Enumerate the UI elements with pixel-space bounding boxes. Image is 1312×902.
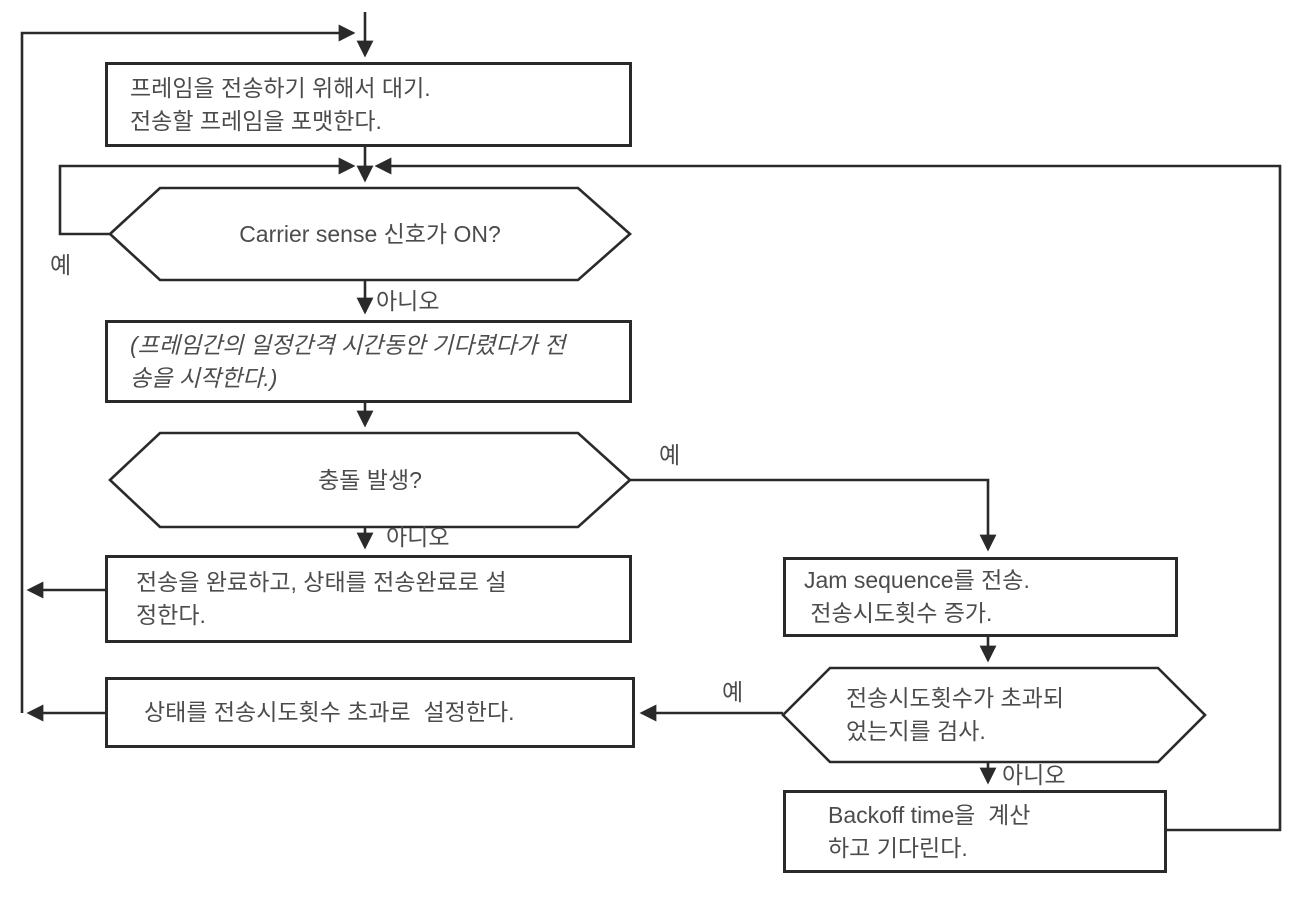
edge-label-exceeded-yes: 예: [722, 679, 744, 705]
check-attempts-hexagon: [781, 666, 1207, 764]
node-text-line: 하고 기다린다.: [828, 834, 968, 861]
edge-label-carrier-no: 아니오: [376, 288, 440, 314]
node-text-line: 상태를 전송시도횟수 초과로 설정한다.: [144, 699, 515, 725]
connector-left-feedback: [20, 24, 356, 713]
edge-label-exceeded-no: 아니오: [1002, 762, 1066, 788]
node-jam-sequence: Jam sequence를 전송. 전송시도횟수 증가.: [783, 557, 1178, 637]
connector-collision-yes: [630, 478, 997, 552]
edge-label-carrier-yes: 예: [50, 252, 72, 278]
node-wait-and-format: 프레임을 전송하기 위해서 대기. 전송할 프레임을 포맷한다.: [105, 62, 632, 147]
node-text-line: Backoff time을 계산: [828, 801, 1031, 828]
node-text-line: 송을 시작한다.): [130, 364, 278, 391]
connector-carrier-yes-loop: [58, 157, 356, 236]
node-text-line: 정한다.: [136, 602, 206, 628]
node-text-line: 전송시도횟수 증가.: [804, 600, 993, 626]
edge-label-collision-yes: 예: [659, 442, 681, 468]
node-text-line: 전송을 완료하고, 상태를 전송완료로 설: [136, 569, 507, 595]
node-attempts-exceeded-set: 상태를 전송시도횟수 초과로 설정한다.: [105, 677, 635, 748]
carrier-sense-hexagon: [108, 186, 632, 282]
node-text-line: Jam sequence를 전송.: [804, 567, 1030, 593]
node-text-line: (프레임간의 일정간격 시간동안 기다렸다가 전: [130, 331, 566, 358]
node-backoff: Backoff time을 계산 하고 기다린다.: [783, 790, 1167, 873]
node-text-line: 프레임을 전송하기 위해서 대기.: [130, 74, 431, 101]
connector-backoff-feedback: [374, 157, 1282, 832]
node-interframe-wait: (프레임간의 일정간격 시간동안 기다렸다가 전 송을 시작한다.): [105, 320, 632, 403]
edge-label-collision-no: 아니오: [386, 524, 450, 550]
node-transmit-complete: 전송을 완료하고, 상태를 전송완료로 설 정한다.: [105, 555, 632, 643]
node-text-line: 전송할 프레임을 포맷한다.: [130, 107, 382, 134]
collision-hexagon: [108, 431, 632, 529]
